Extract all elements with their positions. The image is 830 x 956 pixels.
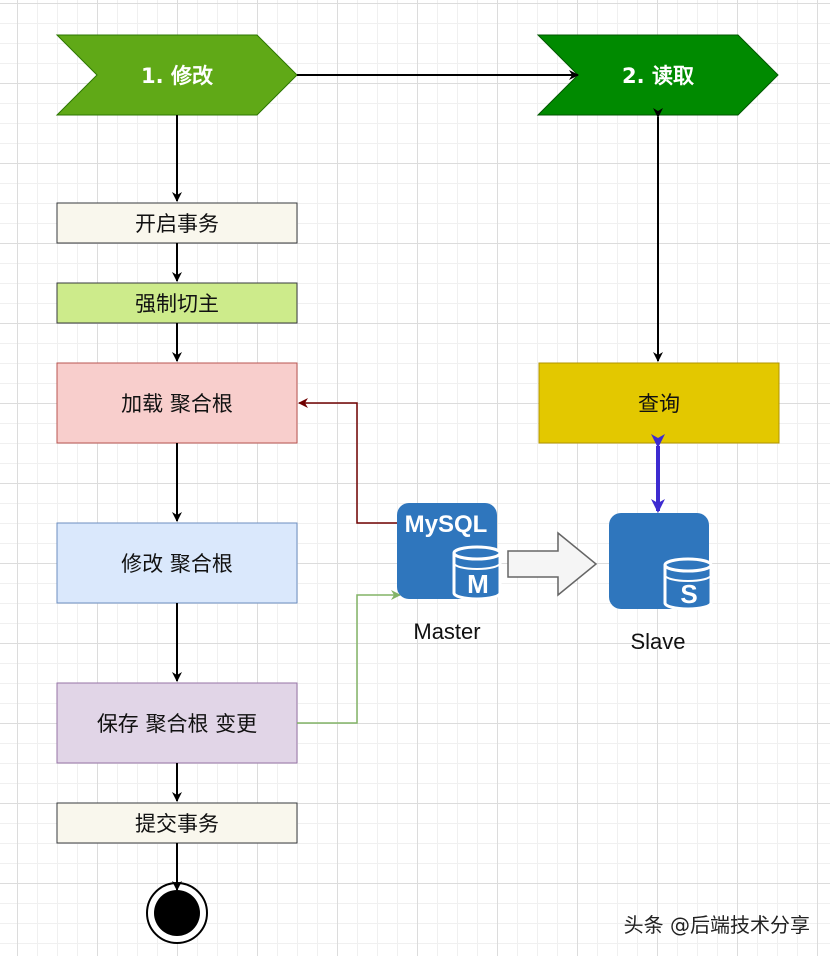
query-box[interactable] [538,362,780,444]
arrow-save-to-master [297,590,401,724]
end-node[interactable] [146,882,208,944]
slave-db-icon[interactable]: S [609,513,713,611]
watermark: 头条 @后端技术分享 [623,913,810,937]
master-letter: M [467,569,489,599]
arrow-master-to-load [298,398,398,524]
master-cylinder-icon [452,545,502,601]
commit-tx-box[interactable] [56,802,298,844]
step-modify-shape[interactable] [55,34,298,116]
mysql-master-icon[interactable]: MySQL M [397,503,502,601]
begin-tx-box[interactable] [56,202,298,244]
slave-letter: S [680,579,697,609]
load-root-box[interactable] [56,362,298,444]
slave-caption: Slave [630,629,686,654]
save-root-box[interactable] [56,682,298,764]
master-caption: Master [413,619,481,644]
replication-arrow [507,531,598,597]
slave-cylinder-icon [663,557,713,611]
master-badge-text: MySQL [405,511,488,538]
force-master-box[interactable] [56,282,298,324]
modify-root-box[interactable] [56,522,298,604]
